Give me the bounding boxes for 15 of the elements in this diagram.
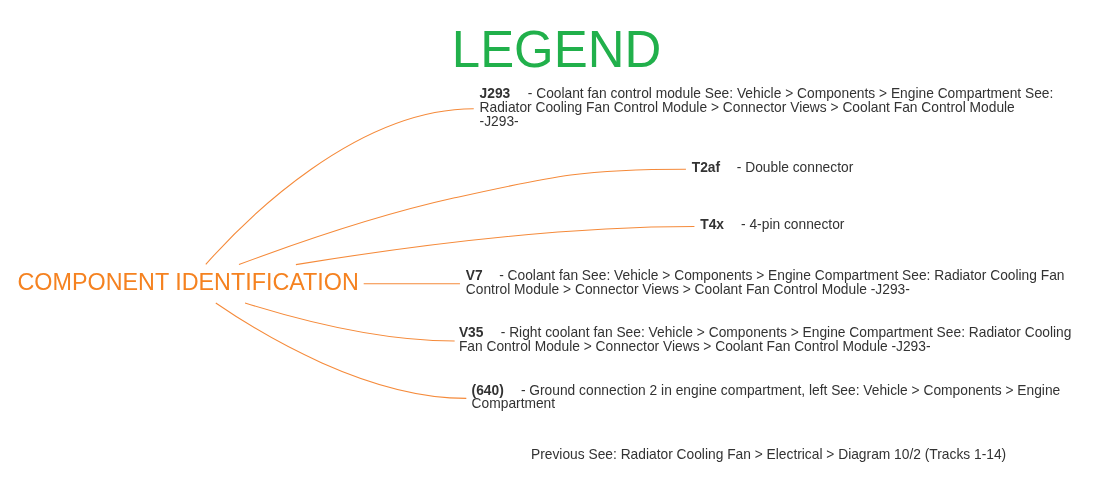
diagram-title: LEGEND bbox=[451, 21, 662, 79]
connector bbox=[244, 302, 456, 342]
node-text: T4x - 4-pin connector bbox=[700, 217, 845, 233]
label: Previous See: Radiator Cooling Fan > Electrical > Diagram 10/2 (Tracks 1-14) bbox=[531, 447, 1007, 463]
connector bbox=[205, 108, 475, 265]
node-text: COMPONENT IDENTIFICATION bbox=[17, 268, 359, 295]
node-text: J293 - Coolant fan control module See: Vehicle > Components > Engine Compartment See: Radiator Cooling Fan Control Module > Connector Views > Coolant Fan Control Module -J293- bbox=[479, 86, 1054, 129]
node-text: V35 - Right coolant fan See: Vehicle > Components > Engine Compartment See: Radiator Cooling Fan Control Module > Connector Views > Coolant Fan Control Module -J293- bbox=[458, 325, 1072, 355]
connector bbox=[238, 168, 687, 266]
node-text: V7 - Coolant fan See: Vehicle > Components > Engine Compartment See: Radiator Cooling Fan Control Module > Connector Views > Coolant Fan Control Module -J293- bbox=[465, 267, 1065, 297]
connector bbox=[215, 302, 467, 399]
connector bbox=[363, 283, 461, 285]
connector bbox=[295, 225, 695, 266]
node-text: (640) - Ground connection 2 in engine compartment, left See: Vehicle > Components > Engine Compartment bbox=[471, 382, 1061, 412]
node-text: T2af - Double connector bbox=[691, 159, 854, 175]
